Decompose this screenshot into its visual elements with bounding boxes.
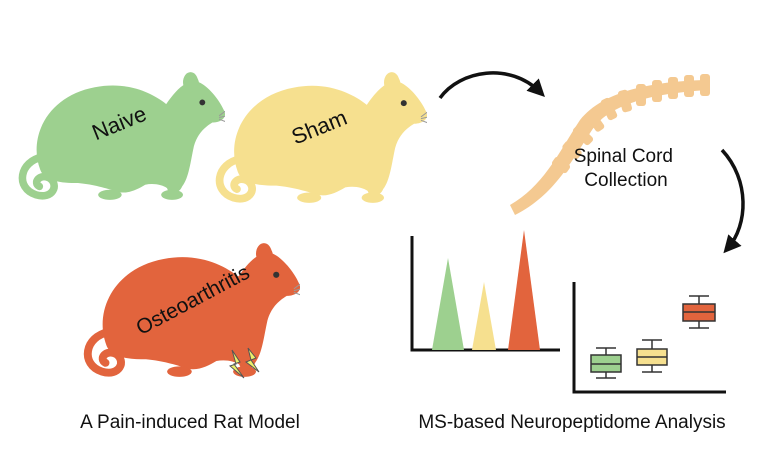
collection-label-line2: Collection: [584, 170, 667, 191]
spine-icon: [510, 74, 710, 215]
collection-label-line1: Spinal Cord: [574, 146, 673, 167]
rat-icon: [22, 72, 234, 200]
boxplot-axes: [572, 282, 726, 394]
rat-osteoarthritis: Osteoarthritis: [88, 243, 310, 377]
box-sham: [636, 339, 668, 373]
lightning-icon: [229, 347, 260, 379]
peak-naive: [432, 258, 464, 350]
model-caption: A Pain-induced Rat Model: [80, 412, 300, 433]
curved-arrow-icon: [720, 148, 745, 254]
rat-sham: Sham: [220, 72, 437, 203]
curved-arrow-icon: [438, 71, 545, 100]
ms-spectrum-chart: [410, 230, 560, 352]
box-osteoarthritis: [682, 295, 716, 329]
analysis-caption: MS-based Neuropeptidome Analysis: [418, 412, 725, 433]
box-naive: [590, 347, 622, 379]
peak-osteoarthritis: [508, 230, 540, 350]
rat-icon: [220, 72, 437, 203]
peak-sham: [472, 282, 496, 350]
collection-label: Spinal Cord Collection: [574, 146, 679, 191]
rat-naive: Naive: [22, 72, 234, 200]
boxplot-chart: [572, 282, 726, 394]
